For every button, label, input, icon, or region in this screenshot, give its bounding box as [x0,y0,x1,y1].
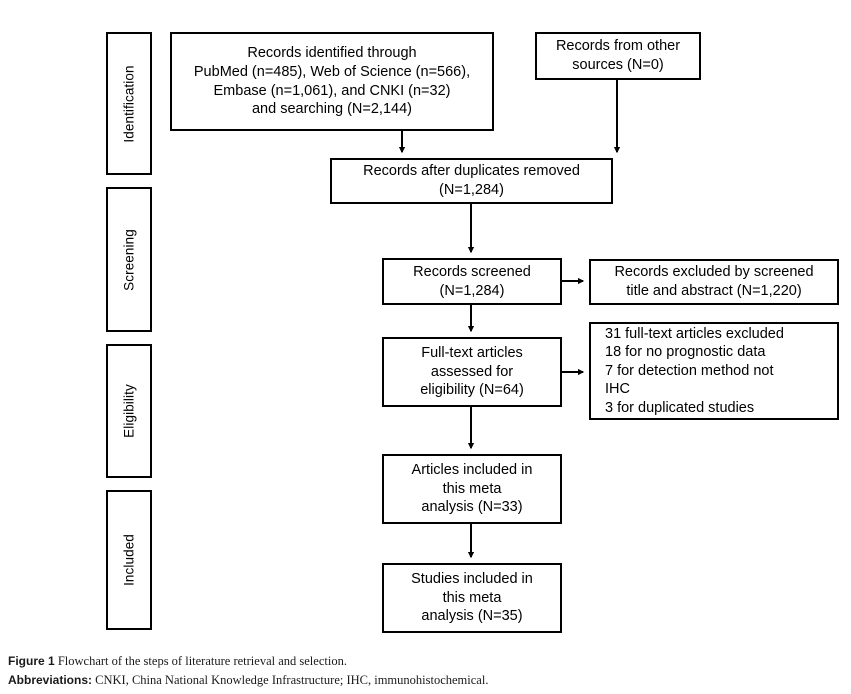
node-articles-included: Articles included in this meta analysis … [382,454,562,524]
node-records-identified-text: Records identified through PubMed (n=485… [193,45,471,118]
abbreviations-text: CNKI, China National Knowledge Infrastru… [95,673,489,688]
node-fulltext-assessed-text: Full-text articles assessed for eligibil… [420,345,524,399]
node-records-screened: Records screened (N=1,284) [382,258,562,305]
figure-caption: Figure 1 Flowchart of the steps of liter… [8,652,843,691]
node-fulltext-assessed: Full-text articles assessed for eligibil… [382,337,562,407]
stage-label-eligibility: Eligibility [106,344,152,478]
abbreviations-label: Abbreviations: [8,673,93,688]
stage-label-included: Included [106,490,152,630]
stage-label-included-text: Included [121,534,137,586]
figure-number: Figure 1 [8,654,55,668]
stage-label-screening-text: Screening [121,228,137,291]
node-other-sources-text: Records from other sources (N=0) [555,38,681,73]
node-records-identified: Records identified through PubMed (n=485… [170,32,494,131]
figure-caption-title: Figure 1 Flowchart of the steps of liter… [8,652,843,671]
node-studies-included: Studies included in this meta analysis (… [382,563,562,633]
node-studies-included-text: Studies included in this meta analysis (… [411,571,533,625]
stage-label-screening: Screening [106,187,152,332]
node-other-sources: Records from other sources (N=0) [535,32,701,80]
node-articles-included-text: Articles included in this meta analysis … [411,462,533,516]
node-after-duplicates: Records after duplicates removed (N=1,28… [330,158,613,204]
figure-abbreviations: Abbreviations: CNKI, China National Know… [8,671,843,690]
stage-label-identification-text: Identification [121,64,137,143]
node-fulltext-excluded-text: 31 full-text articles excluded 18 for no… [605,325,784,416]
flowchart-canvas: Identification Screening Eligibility Inc… [106,32,839,633]
figure-title-text: Flowchart of the steps of literature ret… [57,654,347,668]
node-records-excluded-text: Records excluded by screened title and a… [614,264,814,299]
node-fulltext-excluded: 31 full-text articles excluded 18 for no… [589,322,839,420]
stage-label-eligibility-text: Eligibility [121,384,137,438]
node-records-excluded: Records excluded by screened title and a… [589,259,839,305]
node-after-duplicates-text: Records after duplicates removed (N=1,28… [363,163,580,198]
stage-label-identification: Identification [106,32,152,175]
node-records-screened-text: Records screened (N=1,284) [413,263,531,299]
